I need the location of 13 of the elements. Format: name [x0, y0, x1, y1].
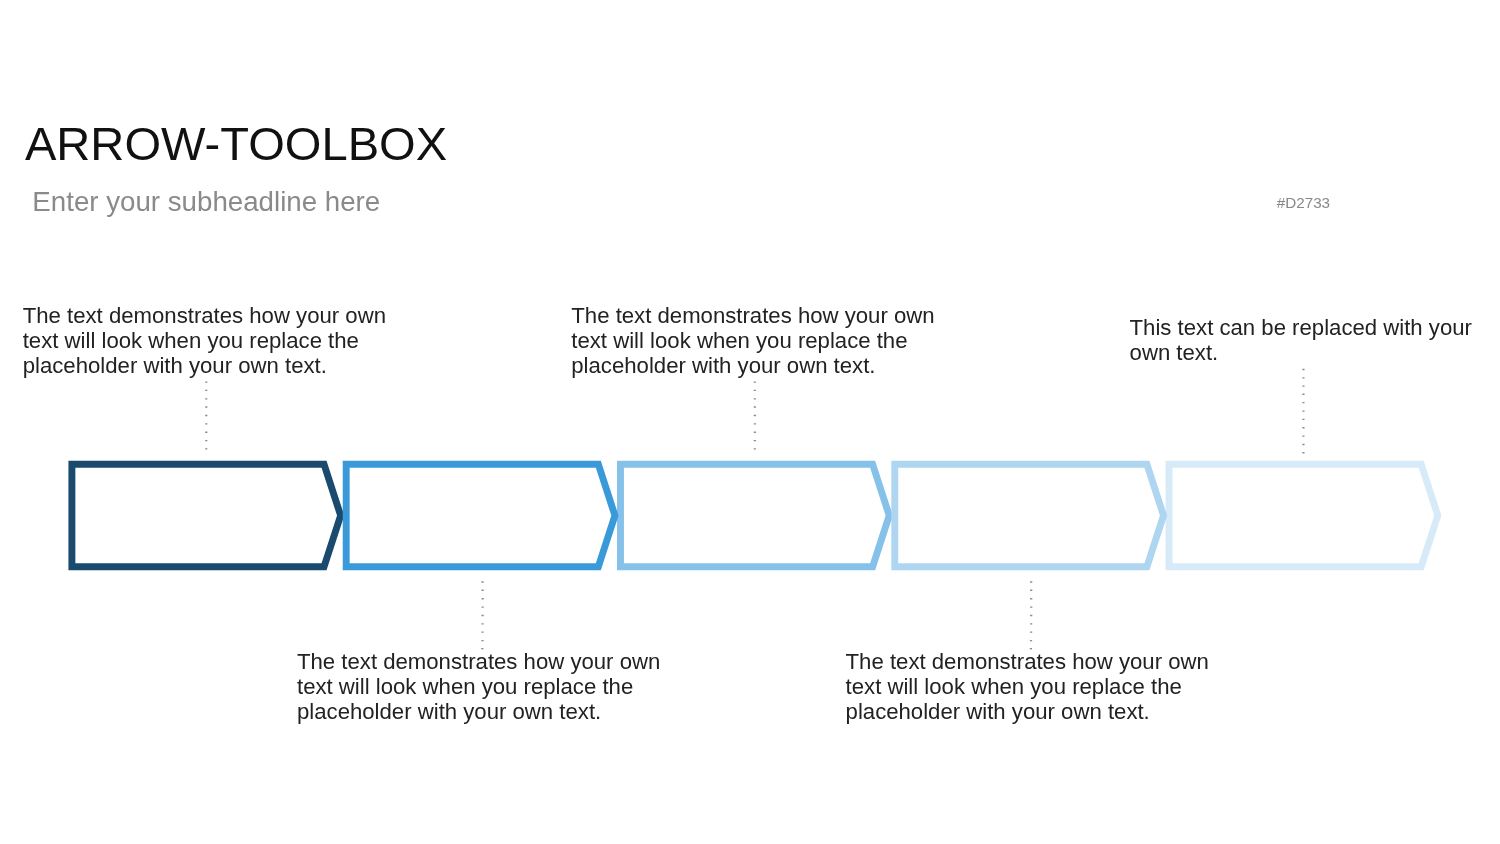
node-arrow [1165, 460, 1442, 571]
node-text: The text demonstrates how your own text will look when you replace the placeholder with your own text. [571, 302, 935, 378]
node-arrow [891, 460, 1168, 571]
node-text: The text demonstrates how your own text will look when you replace the placeholder with your own text. [845, 649, 1209, 724]
diagram-title: ARROW-TOOLBOX [24, 116, 448, 170]
label: #D2733 [1276, 193, 1331, 211]
label: Enter your subheadline here [32, 185, 381, 217]
node-text: The text demonstrates how your own text will look when you replace the placeholder with your own text. [22, 302, 387, 378]
node-text: This text can be replaced with your own text. [1129, 315, 1472, 366]
node-text: The text demonstrates how your own text will look when you replace the placeholder with your own text. [297, 649, 661, 724]
node-arrow [617, 460, 893, 571]
node-arrow [342, 460, 619, 571]
node-arrow [68, 460, 345, 571]
